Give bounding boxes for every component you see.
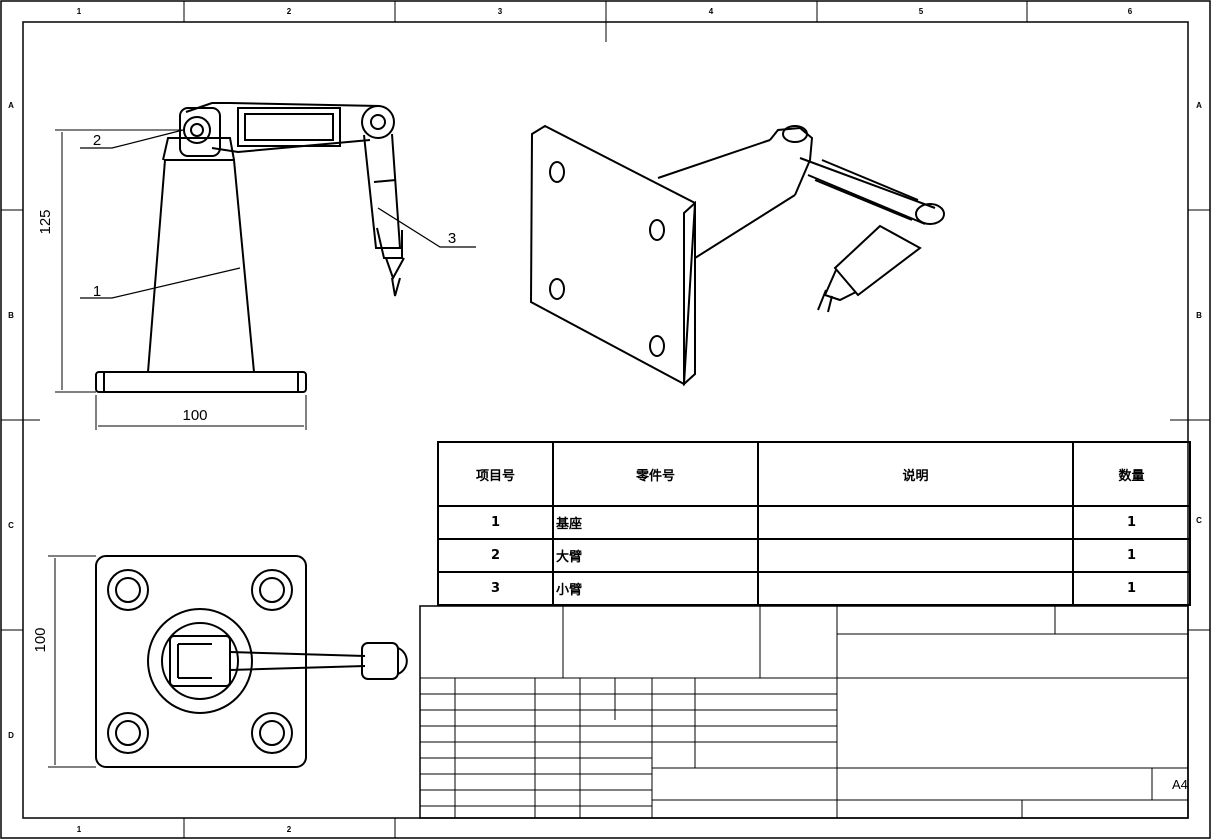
balloon-3: 3 [448, 230, 456, 247]
bom-desc [757, 538, 1074, 573]
zone-row-a-right: A [1196, 101, 1202, 110]
zone-col-1-top: 1 [77, 7, 82, 16]
zone-row-b-left: B [8, 311, 14, 320]
zone-row-c-right: C [1196, 516, 1202, 525]
dim-top-height: 100 [32, 627, 49, 652]
isometric-view [529, 124, 945, 387]
dimension-lines-top [48, 555, 96, 768]
bom-part: 小臂 [552, 571, 759, 606]
zone-col-5-top: 5 [919, 7, 924, 16]
bom-item: 3 [437, 571, 554, 606]
zone-col-2-top: 2 [287, 7, 292, 16]
bom-item: 2 [437, 538, 554, 573]
bom-header-row: 项目号 零件号 说明 数量 [437, 441, 1191, 507]
zone-row-a-left: A [8, 101, 14, 110]
balloon-2: 2 [93, 132, 101, 149]
bom-desc [757, 505, 1074, 540]
top-view [95, 555, 408, 768]
bom-item: 1 [437, 505, 554, 540]
bom-qty: 1 [1072, 505, 1191, 540]
bom-desc [757, 571, 1074, 606]
bom-header-part: 零件号 [552, 441, 759, 507]
bom-part: 基座 [552, 505, 759, 540]
bom-part: 大臂 [552, 538, 759, 573]
bom-header-desc: 说明 [757, 441, 1074, 507]
bom-row: 3 小臂 1 [437, 571, 1191, 606]
leader-lines [80, 129, 476, 299]
bom-header-qty: 数量 [1072, 441, 1191, 507]
bom-qty: 1 [1072, 571, 1191, 606]
zone-col-4-top: 4 [709, 7, 714, 16]
zone-row-c-left: C [8, 521, 14, 530]
zone-col-2-bottom: 2 [287, 825, 292, 834]
bom-header-item: 项目号 [437, 441, 554, 507]
zone-col-3-top: 3 [498, 7, 503, 16]
bom-row: 2 大臂 1 [437, 538, 1191, 573]
dim-front-width: 100 [182, 407, 207, 424]
sheet-size-label: A4 [1172, 777, 1188, 792]
title-block [419, 605, 1189, 819]
front-view [95, 102, 405, 393]
bom-qty: 1 [1072, 538, 1191, 573]
balloon-1: 1 [93, 283, 101, 300]
zone-row-b-right: B [1196, 311, 1202, 320]
zone-col-1-bottom: 1 [77, 825, 82, 834]
zone-col-6-top: 6 [1128, 7, 1133, 16]
dimension-lines-front [55, 129, 307, 430]
dim-front-height: 125 [37, 209, 54, 234]
bom-row: 1 基座 1 [437, 505, 1191, 540]
zone-row-d-left: D [8, 731, 14, 740]
bill-of-materials: 项目号 零件号 说明 数量 1 基座 1 2 大臂 1 3 小臂 1 [437, 441, 1191, 606]
